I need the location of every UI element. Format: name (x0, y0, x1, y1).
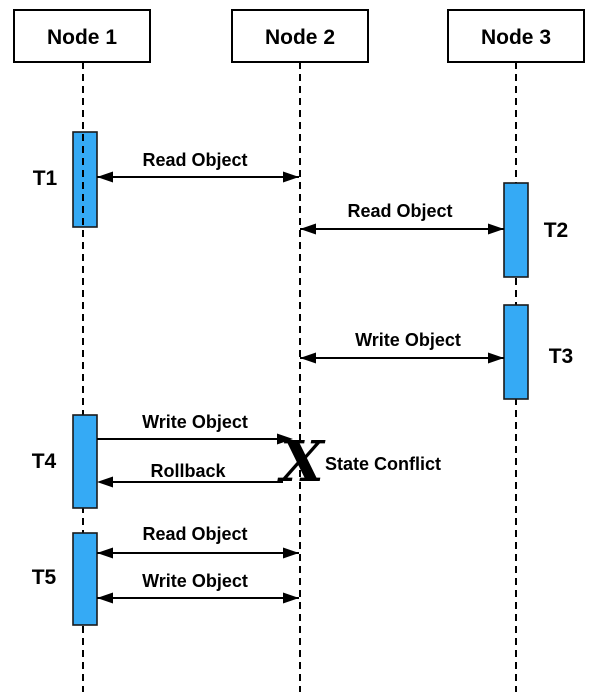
arrowhead-left-icon (97, 592, 113, 604)
message-label-t5-read: Read Object (142, 524, 247, 544)
arrowhead-right-icon (283, 171, 299, 183)
transaction-label-t5: T5 (32, 566, 57, 589)
message-label-t4-write: Write Object (142, 412, 248, 432)
message-label-t4-rollback: Rollback (150, 461, 226, 481)
node3-box (447, 9, 585, 63)
state-conflict-x-icon: X (277, 429, 326, 495)
arrowhead-left-icon (97, 171, 113, 183)
message-label-t1-read: Read Object (142, 150, 247, 170)
node1-label: Node 1 (47, 26, 117, 49)
arrowhead-right-icon (488, 223, 504, 235)
activation-bar-t4 (72, 414, 98, 509)
activation-bar-t1 (72, 131, 98, 228)
transaction-label-t4: T4 (32, 450, 57, 473)
arrowhead-right-icon (488, 352, 504, 364)
activation-bar-t5 (72, 532, 98, 626)
node2-label: Node 2 (265, 26, 335, 49)
message-label-t2-read: Read Object (347, 201, 452, 221)
message-label-t5-write: Write Object (142, 571, 248, 591)
arrowhead-right-icon (283, 547, 299, 559)
arrowhead-right-icon (277, 433, 293, 445)
arrowhead-left-icon (300, 223, 316, 235)
node2-box (231, 9, 369, 63)
arrowhead-right-icon (283, 592, 299, 604)
activation-bar-t2 (503, 182, 529, 278)
node1-box (13, 9, 151, 63)
state-conflict-label: State Conflict (325, 454, 441, 474)
message-label-t3-write: Write Object (355, 330, 461, 350)
node3-label: Node 3 (481, 26, 551, 49)
transaction-label-t2: T2 (544, 219, 569, 242)
activation-bar-t3 (503, 304, 529, 400)
arrowhead-left-icon (300, 352, 316, 364)
arrowhead-left-icon (97, 547, 113, 559)
transaction-label-t1: T1 (33, 167, 58, 190)
arrowhead-left-icon (97, 476, 113, 488)
transaction-label-t3: T3 (549, 345, 574, 368)
